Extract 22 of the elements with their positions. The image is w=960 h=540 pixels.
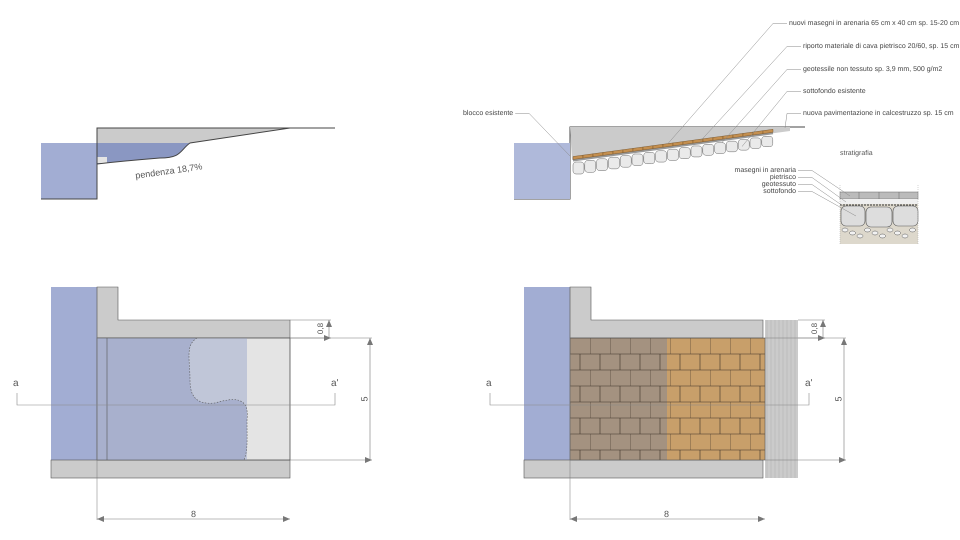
dimension-label: 8 xyxy=(191,509,196,519)
leader-line xyxy=(514,113,570,156)
leader-line xyxy=(784,113,802,128)
leader-line xyxy=(798,177,846,202)
dimension-label: 0,8 xyxy=(810,322,820,334)
section-mark: a' xyxy=(331,378,338,389)
slope-label: pendenza 18,7% xyxy=(134,161,203,181)
leader-line xyxy=(742,91,802,147)
dimension-label: 5 xyxy=(834,396,844,402)
dimension-label: 5 xyxy=(360,396,370,402)
section-mark: a' xyxy=(805,378,812,389)
leader-line xyxy=(668,23,788,144)
leader-line xyxy=(798,170,850,196)
existing-block xyxy=(514,143,570,199)
leader-line xyxy=(700,46,802,142)
dimension-label: 0,8 xyxy=(316,322,326,334)
leader-line xyxy=(798,184,844,206)
section-mark: a xyxy=(486,378,492,389)
leader-line xyxy=(798,191,856,216)
leader-line xyxy=(722,69,802,143)
section-mark: a xyxy=(13,378,19,389)
dimension-label: 8 xyxy=(664,509,670,519)
